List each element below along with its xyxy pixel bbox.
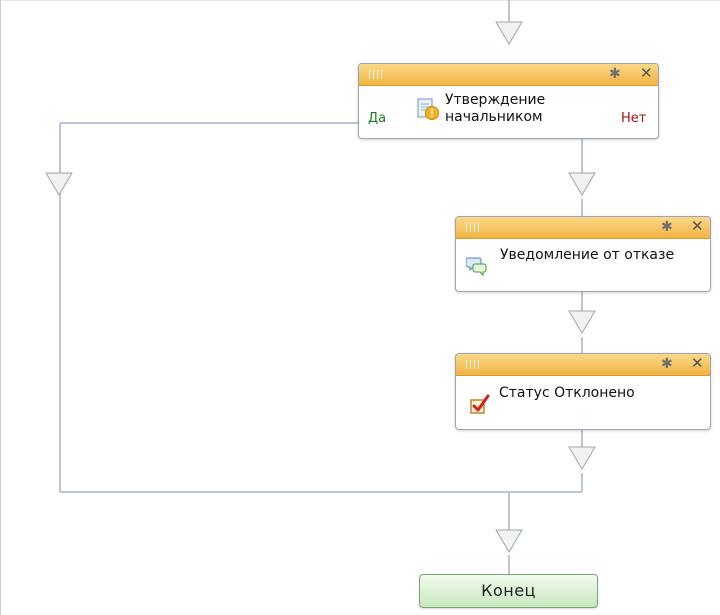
chat-bubbles-icon xyxy=(466,257,487,277)
close-icon[interactable]: ✕ xyxy=(691,217,704,235)
arrow-top-icon xyxy=(495,21,523,45)
status-block-header[interactable]: ✱ ✕ xyxy=(456,354,710,376)
approval-block[interactable]: ✱ ✕ Да Утверждение начальником Нет xyxy=(358,63,659,139)
close-icon[interactable]: ✕ xyxy=(640,64,653,82)
arrow-end-icon xyxy=(495,529,523,553)
arrow-yes-icon xyxy=(45,172,73,196)
arrow-status-icon xyxy=(568,446,596,470)
notification-title: Уведомление от отказе xyxy=(500,247,675,263)
arrow-notification-icon xyxy=(568,310,596,334)
notification-block-header[interactable]: ✱ ✕ xyxy=(456,217,710,239)
gear-icon[interactable]: ✱ xyxy=(661,219,673,235)
checkbox-icon xyxy=(470,394,490,414)
close-icon[interactable]: ✕ xyxy=(691,354,704,372)
approval-title-line1: Утверждение xyxy=(445,92,546,108)
drag-handle-icon[interactable] xyxy=(466,223,482,232)
status-title: Статус Отклонено xyxy=(499,385,635,401)
drag-handle-icon[interactable] xyxy=(466,360,482,369)
drag-handle-icon[interactable] xyxy=(369,70,385,79)
canvas-border-left xyxy=(0,0,1,615)
gear-icon[interactable]: ✱ xyxy=(609,66,621,82)
branch-no-label[interactable]: Нет xyxy=(621,111,647,126)
arrow-no-icon xyxy=(568,172,596,196)
gear-icon[interactable]: ✱ xyxy=(661,356,673,372)
canvas-border-top xyxy=(0,0,720,1)
end-label: Конец xyxy=(481,581,536,600)
branch-yes-label[interactable]: Да xyxy=(368,111,387,126)
status-block[interactable]: ✱ ✕ Статус Отклонено xyxy=(455,353,711,430)
document-warning-icon xyxy=(417,98,439,120)
approval-block-header[interactable]: ✱ ✕ xyxy=(359,64,658,86)
end-block[interactable]: Конец xyxy=(419,574,598,608)
approval-title-line2: начальником xyxy=(445,109,543,125)
notification-block[interactable]: ✱ ✕ Уведомление от отказе xyxy=(455,216,711,292)
